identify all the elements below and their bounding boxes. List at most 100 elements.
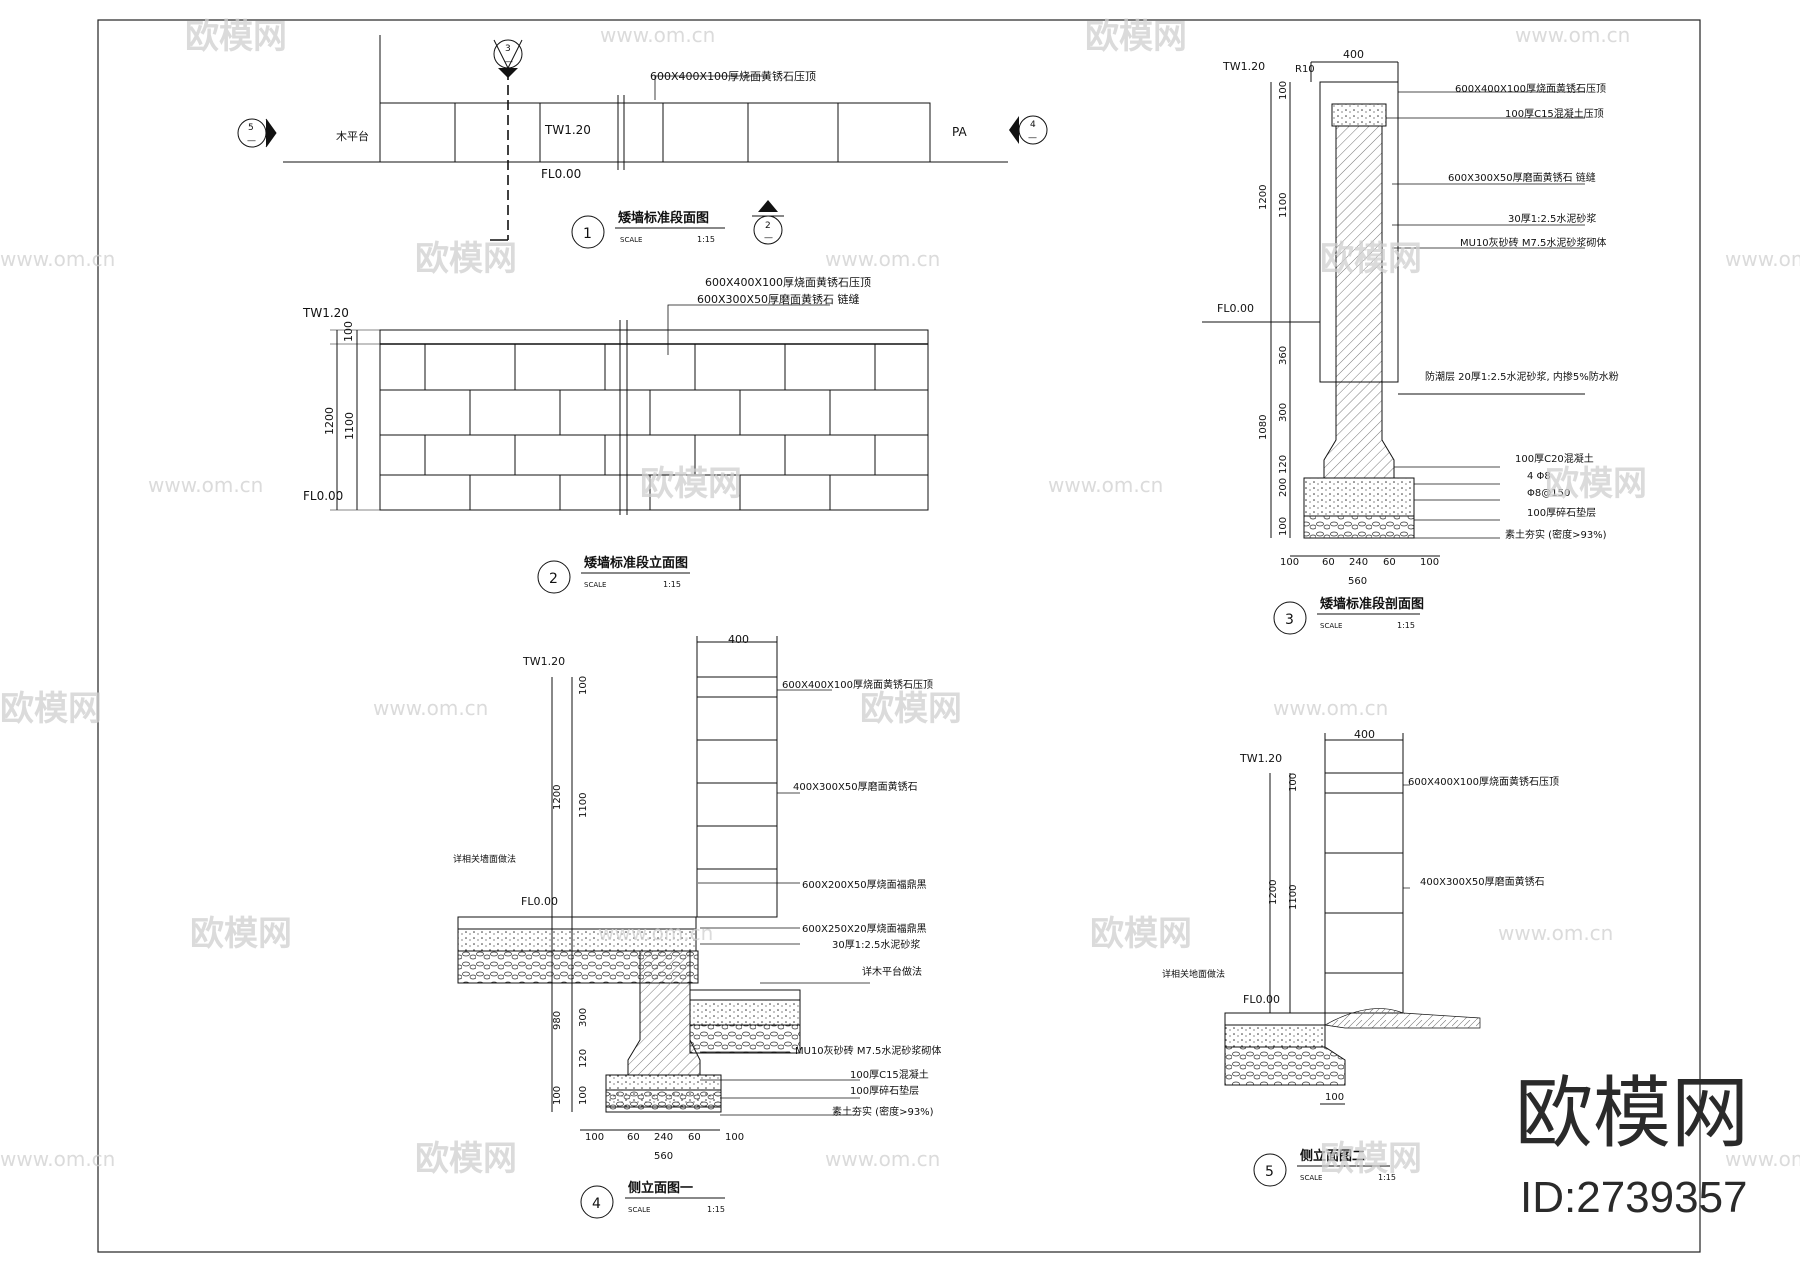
d3-width: 400 [1343,48,1364,61]
d2-tw: TW1.20 [302,306,349,320]
svg-text:侧立面图一: 侧立面图一 [628,1180,693,1196]
svg-text:1080: 1080 [1258,415,1269,440]
svg-text:MU10灰砂砖 M7.5水泥砂浆砌体: MU10灰砂砖 M7.5水泥砂浆砌体 [1460,236,1606,249]
svg-text:4 Φ8: 4 Φ8 [1527,471,1551,482]
d3-r10: R10 [1295,64,1315,75]
svg-text:600X250X20厚烧面福鼎黑: 600X250X20厚烧面福鼎黑 [802,922,927,935]
d4-left-note: 详相关墙面做法 [453,853,516,865]
svg-text:欧模网: 欧模网 [190,914,292,954]
svg-text:SCALE: SCALE [628,1206,650,1214]
svg-text:欧模网: 欧模网 [415,239,517,279]
svg-text:560: 560 [654,1151,673,1162]
svg-text:1100: 1100 [578,793,589,818]
d1-title-block: 1 矮墙标准段面图 SCALE 1:15 [571,210,725,249]
svg-text:2: 2 [765,221,771,231]
svg-text:120: 120 [578,1049,589,1068]
section-marker-5: 5— [237,118,277,148]
d4-width: 400 [728,633,749,646]
svg-text:1: 1 [583,226,592,242]
drawing-4-side-elevation [457,636,870,1131]
svg-text:www.om.cn: www.om.cn [598,921,713,945]
svg-text:www.om.cn: www.om.cn [1725,1147,1800,1171]
drawing-1-plan [283,35,1008,241]
svg-text:欧模网: 欧模网 [0,689,102,729]
drawing-2-elevation [330,304,929,515]
d2-note-1: 600X400X100厚烧面黄锈石压顶 [705,275,871,289]
svg-text:欧模网: 欧模网 [1085,17,1187,57]
svg-text:SCALE: SCALE [1320,622,1342,630]
svg-text:400X300X50厚磨面黄锈石: 400X300X50厚磨面黄锈石 [793,780,918,793]
svg-text:400X300X50厚磨面黄锈石: 400X300X50厚磨面黄锈石 [1420,875,1545,888]
svg-text:www.om.cn: www.om.cn [1273,696,1388,720]
section-marker-4: 4— [1009,115,1048,145]
svg-text:1200: 1200 [1268,880,1279,905]
svg-text:100: 100 [1420,557,1439,568]
svg-text:100厚C20混凝土: 100厚C20混凝土 [1515,452,1594,465]
svg-text:100厚碎石垫层: 100厚碎石垫层 [850,1084,919,1097]
svg-text:60: 60 [688,1132,701,1143]
drawing-5-side-elevation [1224,733,1481,1105]
svg-text:MU10灰砂砖 M7.5水泥砂浆砌体: MU10灰砂砖 M7.5水泥砂浆砌体 [795,1044,941,1057]
svg-text:www.om.cn: www.om.cn [1515,23,1630,47]
svg-text:100: 100 [725,1132,744,1143]
svg-text:100厚碎石垫层: 100厚碎石垫层 [1527,506,1596,519]
svg-text:100: 100 [342,321,355,342]
svg-text:100: 100 [578,1086,589,1105]
svg-text:欧模网: 欧模网 [1545,464,1647,504]
svg-text:欧模网: 欧模网 [860,689,962,729]
section-marker-3: 3— [493,39,523,78]
svg-text:欧模网: 欧模网 [415,1139,517,1179]
svg-text:1100: 1100 [1278,193,1289,218]
svg-text:素土夯实 (密度>93%): 素土夯实 (密度>93%) [1505,528,1607,541]
svg-text:www.om.cn: www.om.cn [0,1147,115,1171]
svg-text:www.om.cn: www.om.cn [148,473,263,497]
d5-fl: FL0.00 [1243,993,1280,1006]
svg-text:—: — [504,57,513,67]
svg-text:1200: 1200 [552,785,563,810]
d4-title-block: 4 侧立面图一 SCALE 1:15 [580,1180,725,1219]
svg-text:30厚1:2.5水泥砂浆: 30厚1:2.5水泥砂浆 [1508,212,1596,225]
svg-text:100: 100 [1288,773,1299,792]
svg-text:600X400X100厚烧面黄锈石压顶: 600X400X100厚烧面黄锈石压顶 [1408,775,1559,788]
svg-text:100: 100 [578,676,589,695]
svg-text:欧模网: 欧模网 [640,464,742,504]
svg-text:100: 100 [1325,1092,1344,1103]
svg-text:SCALE: SCALE [584,581,606,589]
d1-fl: FL0.00 [541,167,581,181]
svg-text:SCALE: SCALE [620,236,642,244]
svg-text:侧立面图二: 侧立面图二 [1300,1148,1365,1164]
svg-text:欧模网: 欧模网 [185,17,287,57]
svg-text:SCALE: SCALE [1300,1174,1322,1182]
svg-text:欧模网: 欧模网 [1090,914,1192,954]
svg-text:600X400X100厚烧面黄锈石压顶: 600X400X100厚烧面黄锈石压顶 [1455,82,1606,95]
d1-tw: TW1.20 [544,123,591,137]
svg-text:—: — [764,233,773,243]
d3-tw: TW1.20 [1222,60,1265,73]
svg-text:60: 60 [1322,557,1335,568]
svg-text:1:15: 1:15 [1397,621,1415,630]
svg-text:www.om.cn: www.om.cn [825,1147,940,1171]
svg-text:3: 3 [505,44,511,54]
svg-text:www.om.cn: www.om.cn [0,247,115,271]
sheet-border [97,19,1701,1253]
svg-text:600X400X100厚烧面黄锈石压顶: 600X400X100厚烧面黄锈石压顶 [782,678,933,691]
svg-text:防潮层 20厚1:2.5水泥砂浆, 内掺5%防水粉: 防潮层 20厚1:2.5水泥砂浆, 内掺5%防水粉 [1425,370,1619,383]
svg-text:100: 100 [1278,517,1289,536]
d3-title-block: 3 矮墙标准段剖面图 SCALE 1:15 [1273,596,1424,635]
svg-text:600X300X50厚磨面黄锈石 链缝: 600X300X50厚磨面黄锈石 链缝 [1448,171,1596,184]
svg-text:1:15: 1:15 [663,580,681,589]
svg-text:100: 100 [1278,81,1289,100]
svg-text:1100: 1100 [343,412,356,440]
svg-text:360: 360 [1278,346,1289,365]
watermark-stamp: 欧模网 ID:2739357 [1515,1069,1749,1222]
svg-text:—: — [1028,133,1037,143]
d5-tw: TW1.20 [1239,752,1282,765]
wall-plan [379,102,931,163]
d4-fl: FL0.00 [521,895,558,908]
svg-text:1200: 1200 [1258,185,1269,210]
svg-text:1:15: 1:15 [707,1205,725,1214]
svg-text:矮墙标准段立面图: 矮墙标准段立面图 [584,555,688,571]
d1-left-label: 木平台 [336,129,369,143]
d3-fl: FL0.00 [1217,302,1254,315]
